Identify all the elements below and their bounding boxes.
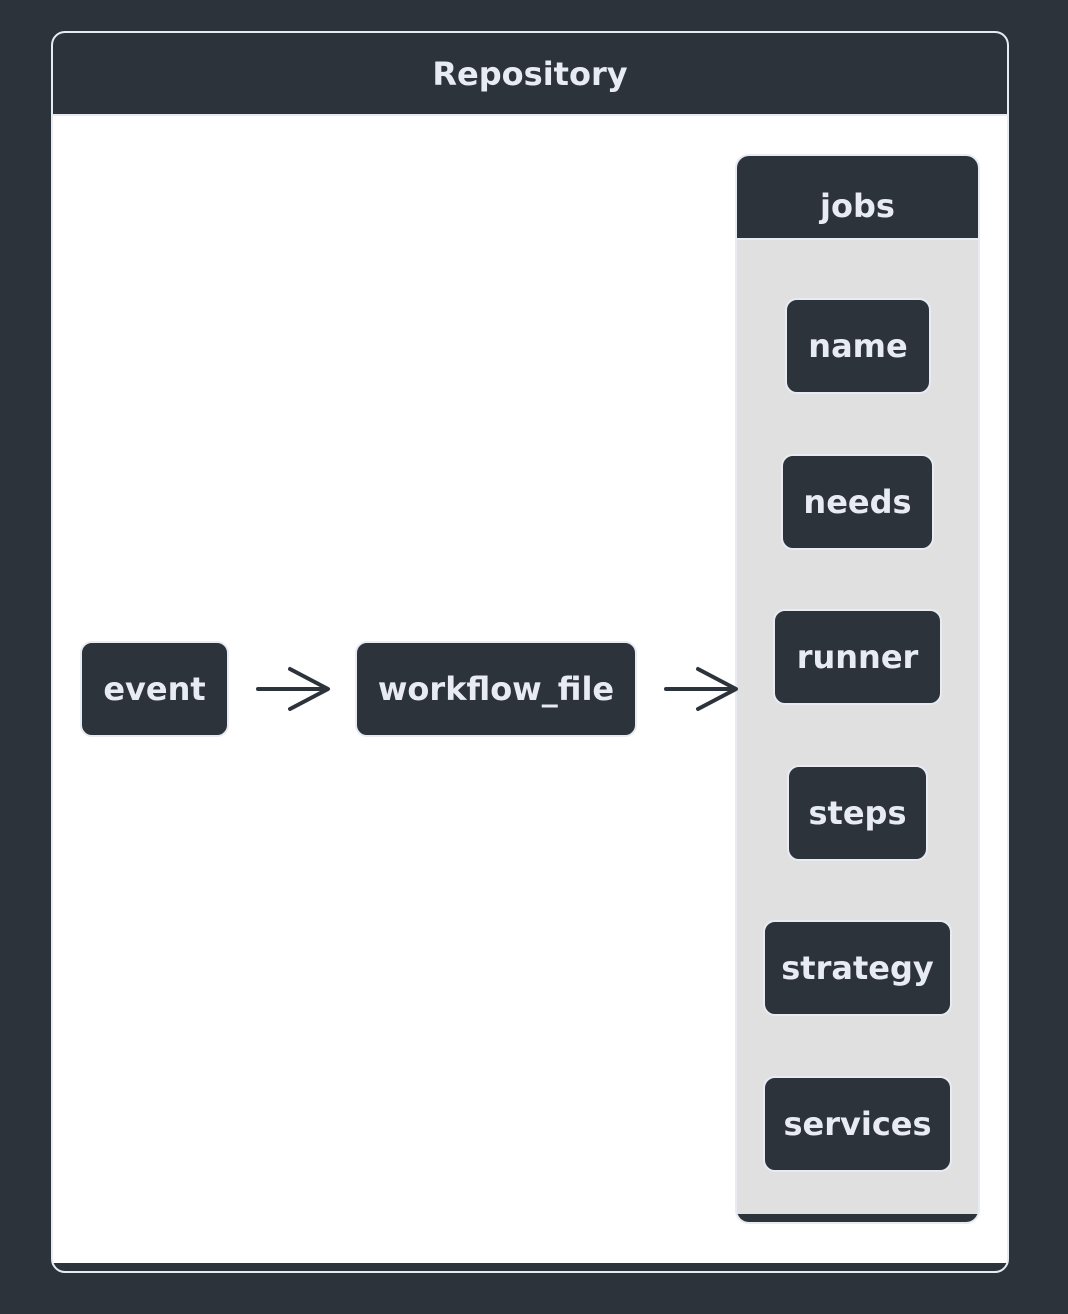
edge-event-to-workflow-file [256,667,330,711]
job-item-runner: runner [773,609,942,705]
node-workflow-file: workflow_file [355,641,637,737]
job-item-services: services [763,1076,952,1172]
edge-workflow-file-to-jobs [664,667,738,711]
repository-title: Repository [53,33,1007,116]
job-item-steps: steps [787,765,928,861]
node-event: event [80,641,229,737]
jobs-title: jobs [737,156,978,240]
job-item-name: name [785,298,931,394]
repository-footer-bar [53,1263,1007,1271]
job-item-strategy: strategy [763,920,952,1016]
jobs-footer-bar [737,1214,978,1222]
job-item-needs: needs [781,454,934,550]
